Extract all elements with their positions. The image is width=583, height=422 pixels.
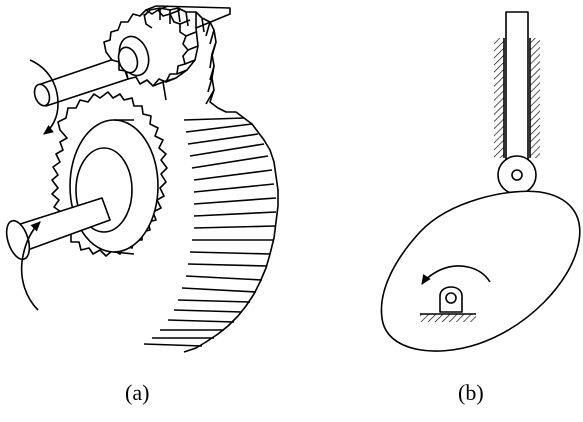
pinion-rotation-arrow [30, 60, 58, 135]
caption-b: (b) [458, 380, 484, 405]
left-guide [494, 38, 504, 158]
roller-pin [512, 170, 522, 180]
cam-rotation-arrow [422, 266, 490, 285]
gear-rotation-arrow [22, 221, 41, 310]
follower-rod [506, 12, 528, 162]
cam-follower-diagram [381, 12, 579, 351]
cam-profile [381, 191, 579, 351]
caption-a: (a) [125, 380, 150, 405]
pinion-shaft [32, 57, 128, 108]
cam-pivot [420, 287, 476, 322]
right-guide [530, 38, 540, 158]
gear-pair-diagram [2, 6, 278, 352]
pinion-gear [104, 6, 230, 100]
